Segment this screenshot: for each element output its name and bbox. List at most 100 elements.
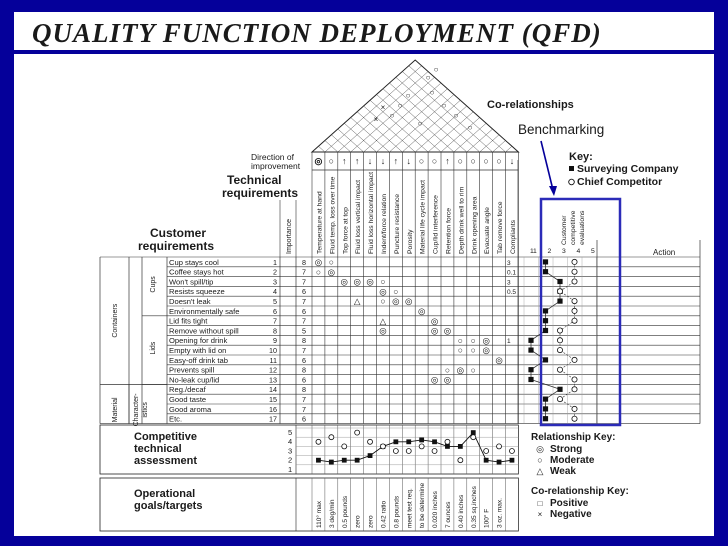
compliant-value: 0.1 (507, 270, 516, 277)
requirement-importance: 5 (302, 326, 306, 335)
tech-requirement-label: Puncture resistance (394, 194, 401, 254)
assessment-competitor-point (444, 438, 451, 445)
relationship-symbol: ◎ (482, 345, 490, 355)
direction-symbol: ↑ (355, 156, 360, 166)
roof-grid-line (369, 100, 429, 153)
relationship-key-label: Moderate (550, 455, 595, 466)
direction-symbol: ○ (483, 156, 488, 166)
competitor-point (571, 386, 578, 393)
requirement-number: 14 (269, 385, 277, 394)
target-value: 0.8 pounds (393, 495, 400, 528)
requirement-number: 2 (273, 268, 277, 277)
targets-label: Operational (134, 488, 195, 500)
benchmark-arrow-line (540, 140, 554, 191)
competitor-point (571, 258, 578, 265)
relationship-symbol: △ (380, 316, 387, 326)
assessment-company-point (419, 437, 425, 443)
compliant-value: 1 (507, 338, 511, 345)
requirement-importance: 7 (302, 317, 306, 326)
co-relationships-label: Co-relationships (487, 99, 574, 111)
relationship-key-label: Strong (550, 444, 582, 455)
relationship-symbol: ◎ (431, 375, 439, 385)
assessment-company-point (316, 457, 321, 463)
requirement-text: Good taste (169, 395, 206, 404)
company-point (528, 367, 534, 373)
requirement-text: Won't spill/tip (169, 277, 213, 286)
relationship-symbol: ◎ (405, 296, 413, 306)
requirement-importance: 7 (302, 268, 306, 277)
group-label: Containers (112, 303, 119, 337)
requirement-text: Easy-off drink tab (169, 356, 228, 365)
requirement-number: 10 (269, 346, 277, 355)
assessment-company-point (328, 459, 334, 465)
relationship-symbol: ○ (471, 365, 476, 375)
group-label: Lids (150, 341, 157, 354)
relationship-symbol: ◎ (366, 277, 374, 287)
assessment-label: assessment (134, 455, 197, 467)
bench-scale-label: 5 (591, 248, 595, 255)
roof-correlation-mark: ○ (454, 111, 459, 120)
requirement-importance: 6 (302, 356, 306, 365)
assessment-competitor-point (431, 448, 438, 454)
bench-header: evaluations (579, 210, 586, 245)
requirement-importance: 7 (302, 297, 306, 306)
requirement-text: Etc. (169, 415, 182, 424)
competitor-point (557, 288, 564, 295)
roof-grid-line (350, 77, 435, 153)
requirement-text: Remove without spill (169, 326, 239, 335)
competitor-point (571, 415, 578, 422)
roof-grid-line (344, 123, 377, 153)
target-value: to be determine (419, 482, 426, 528)
compliant-value: 0.5 (507, 289, 516, 296)
roof-grid-line (402, 71, 493, 153)
requirement-text: Reg./decaf (169, 385, 207, 394)
direction-symbol: ○ (471, 156, 476, 166)
tech-requirement-label: Tab remove force (497, 201, 504, 254)
corelationship-key-label: Positive (550, 498, 589, 509)
assessment-company-point (445, 444, 450, 449)
requirement-text: No-leak cup/lid (169, 375, 219, 384)
roof-grid-line (357, 111, 403, 153)
roof-correlation-matrix: ○○○××○○○○○○○ (310, 59, 520, 153)
requirement-number: 1 (273, 258, 277, 267)
requirement-number: 7 (273, 317, 277, 326)
requirement-importance: 7 (302, 395, 306, 404)
assessment-company-point (470, 430, 476, 435)
assessment-scale-label: 1 (288, 465, 292, 474)
requirement-importance: 6 (302, 375, 306, 384)
relationship-symbol: ◎ (315, 257, 323, 267)
company-point (557, 386, 563, 392)
relationship-symbol: ◎ (444, 326, 452, 336)
requirement-text: Good aroma (169, 405, 212, 414)
corelationship-key-symbol: × (538, 510, 543, 519)
tech-requirement-label: Indent/force relation (381, 194, 388, 254)
roof-correlation-mark: ○ (430, 88, 435, 97)
target-value: 7 ounces (445, 501, 452, 528)
relationship-symbol: ◎ (444, 375, 452, 385)
relationship-symbol: ○ (380, 296, 385, 306)
relationship-symbol: △ (354, 296, 361, 306)
tech-requirement-label: Material life cycle impact (420, 180, 427, 254)
relationship-symbol: ○ (471, 345, 476, 355)
relationship-symbol: ◎ (431, 316, 439, 326)
relationship-symbol: ○ (458, 345, 463, 355)
corelationship-key-symbol: □ (538, 499, 543, 508)
assessment-company-point (354, 457, 360, 463)
direction-symbol: ↓ (407, 156, 412, 166)
bench-scale-label: 4 (577, 248, 581, 255)
assessment-company-point (457, 444, 463, 449)
requirement-text: Prevents spill (169, 366, 214, 375)
roof-grid-line (382, 88, 455, 153)
roof-grid-line (376, 94, 442, 153)
roof-grid-line (408, 65, 506, 153)
benchmark-highlight-box (539, 197, 622, 427)
relationship-symbol: ○ (458, 335, 463, 345)
company-point (557, 278, 563, 285)
bench-header: Customer (561, 215, 568, 245)
requirement-text: Empty with lid on (169, 346, 226, 355)
key-competitor-swatch (568, 178, 575, 186)
roof-grid-line (363, 105, 416, 153)
requirement-number: 3 (273, 277, 277, 286)
